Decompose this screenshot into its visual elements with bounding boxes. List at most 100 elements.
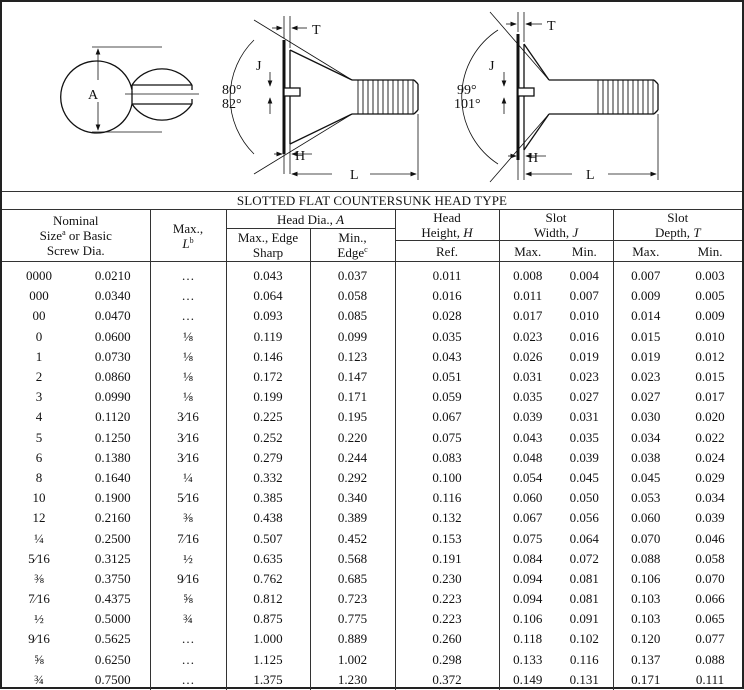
cell-slot-depth-min: 0.039 bbox=[695, 510, 725, 526]
cell-nominal-size: ¾ bbox=[34, 671, 44, 687]
cell-head-dia-min: 0.037 bbox=[309, 261, 396, 287]
cell-head-dia-max: 0.199 bbox=[225, 387, 311, 408]
cell-head-height: 0.083 bbox=[394, 447, 500, 468]
cell-slot-depth-max: 0.171 bbox=[612, 669, 679, 690]
cell-head-dia-max: 0.093 bbox=[225, 306, 311, 327]
cell-head-dia-min: 0.171 bbox=[309, 387, 396, 408]
cell-slot-width-max: 0.060 bbox=[498, 488, 557, 509]
cell-slot-width-min: 0.007 bbox=[569, 288, 599, 304]
cell-slot-depth-min: 0.077 bbox=[695, 631, 725, 647]
cell-head-dia-max: 1.125 bbox=[225, 649, 311, 670]
cell-head-height: 0.298 bbox=[394, 649, 500, 670]
cell-head-dia-min: 0.389 bbox=[309, 508, 396, 529]
cell-head-dia-min: 1.002 bbox=[309, 649, 396, 670]
cell-head-dia-max: 1.000 bbox=[225, 629, 311, 650]
cell-head-height: 0.116 bbox=[394, 488, 500, 509]
cell-nominal-size: 5 bbox=[35, 429, 43, 445]
screw-100-side-view bbox=[461, 11, 659, 183]
cell-slot-width-max: 0.023 bbox=[498, 326, 557, 347]
cell-slot-width-max: 0.084 bbox=[498, 548, 557, 569]
cell-nominal-size: 7⁄16 bbox=[28, 591, 50, 607]
cell-nominal-size: 00 bbox=[32, 308, 46, 324]
cell-slot-depth-max: 0.120 bbox=[612, 629, 679, 650]
cell-slot-depth-max: 0.019 bbox=[612, 346, 679, 367]
header-slot-depth-min: Min. bbox=[678, 240, 743, 262]
cell-slot-width-min: 0.072 bbox=[569, 550, 599, 566]
cell-slot-depth-min: 0.034 bbox=[695, 490, 725, 506]
screw-82-side-view bbox=[229, 16, 419, 180]
cell-max-length: 7⁄16 bbox=[149, 528, 227, 549]
cell-slot-width-max: 0.094 bbox=[498, 589, 557, 610]
cell-head-dia-max: 0.385 bbox=[225, 488, 311, 509]
cell-head-dia-max: 0.507 bbox=[225, 528, 311, 549]
cell-slot-depth-max: 0.103 bbox=[612, 609, 679, 630]
cell-nominal-size: 2 bbox=[35, 369, 43, 385]
label-angle-99: 99° bbox=[457, 83, 477, 98]
cell-head-height: 0.011 bbox=[394, 261, 500, 287]
header-slot-width-max: Max. bbox=[498, 240, 557, 262]
cell-head-height: 0.100 bbox=[394, 467, 500, 489]
cell-slot-width-max: 0.067 bbox=[498, 508, 557, 529]
cell-slot-depth-max: 0.053 bbox=[612, 488, 679, 509]
label-angle-80: 80° bbox=[222, 83, 242, 98]
cell-basic-dia: 0.0990 bbox=[94, 389, 131, 405]
cell-basic-dia: 0.5625 bbox=[94, 631, 131, 647]
label-a: A bbox=[88, 88, 99, 103]
cell-slot-depth-max: 0.088 bbox=[612, 548, 679, 569]
cell-head-dia-min: 0.452 bbox=[309, 528, 396, 549]
cell-head-height: 0.059 bbox=[394, 387, 500, 408]
cell-head-dia-max: 0.635 bbox=[225, 548, 311, 569]
cell-nominal-size: 0000 bbox=[26, 268, 52, 284]
cell-slot-depth-min: 0.009 bbox=[695, 308, 725, 324]
cell-head-dia-max: 0.172 bbox=[225, 366, 311, 388]
label-h-right: H bbox=[528, 151, 538, 166]
cell-slot-width-max: 0.008 bbox=[498, 261, 557, 287]
cell-head-dia-min: 0.340 bbox=[309, 488, 396, 509]
dimensions-table: Nominal Sizea or Basic Screw Dia. Max., … bbox=[2, 210, 743, 690]
cell-head-dia-max: 0.064 bbox=[225, 286, 311, 307]
cell-slot-width-max: 0.043 bbox=[498, 427, 557, 448]
cell-max-length: ⅜ bbox=[149, 508, 227, 529]
cell-slot-depth-min: 0.017 bbox=[695, 389, 725, 405]
header-max-length: Max., Lb bbox=[149, 210, 227, 262]
cell-basic-dia: 0.3750 bbox=[94, 570, 131, 586]
cell-slot-depth-min: 0.012 bbox=[695, 348, 725, 364]
header-ref: Ref. bbox=[394, 240, 500, 262]
cell-head-dia-max: 0.438 bbox=[225, 508, 311, 529]
header-min-edge: Min., Edgec bbox=[309, 228, 396, 262]
cell-slot-depth-max: 0.023 bbox=[612, 366, 679, 388]
cell-basic-dia: 0.1380 bbox=[94, 449, 131, 465]
cell-head-dia-max: 0.119 bbox=[225, 326, 311, 347]
cell-max-length: ⅝ bbox=[149, 589, 227, 610]
cell-slot-depth-max: 0.034 bbox=[612, 427, 679, 448]
head-top-view bbox=[60, 46, 199, 134]
header-slot-depth: Slot Depth, T bbox=[612, 210, 743, 241]
cell-slot-depth-min: 0.015 bbox=[695, 369, 725, 385]
cell-max-length: … bbox=[149, 261, 227, 287]
cell-basic-dia: 0.4375 bbox=[94, 591, 131, 607]
label-t-right: T bbox=[547, 19, 556, 34]
cell-slot-depth-min: 0.058 bbox=[695, 550, 725, 566]
cell-slot-depth-max: 0.027 bbox=[612, 387, 679, 408]
cell-slot-depth-max: 0.103 bbox=[612, 589, 679, 610]
cell-slot-depth-min: 0.003 bbox=[695, 268, 725, 284]
cell-slot-width-max: 0.054 bbox=[498, 467, 557, 489]
cell-head-dia-min: 0.889 bbox=[309, 629, 396, 650]
cell-slot-width-max: 0.031 bbox=[498, 366, 557, 388]
cell-slot-depth-max: 0.060 bbox=[612, 508, 679, 529]
cell-basic-dia: 0.0860 bbox=[94, 369, 131, 385]
cell-max-length: 3⁄16 bbox=[149, 427, 227, 448]
cell-slot-width-min: 0.056 bbox=[569, 510, 599, 526]
label-angle-82: 82° bbox=[222, 97, 242, 112]
cell-max-length: 3⁄16 bbox=[149, 407, 227, 428]
cell-slot-depth-min: 0.005 bbox=[695, 288, 725, 304]
cell-nominal-size: ½ bbox=[34, 611, 44, 627]
